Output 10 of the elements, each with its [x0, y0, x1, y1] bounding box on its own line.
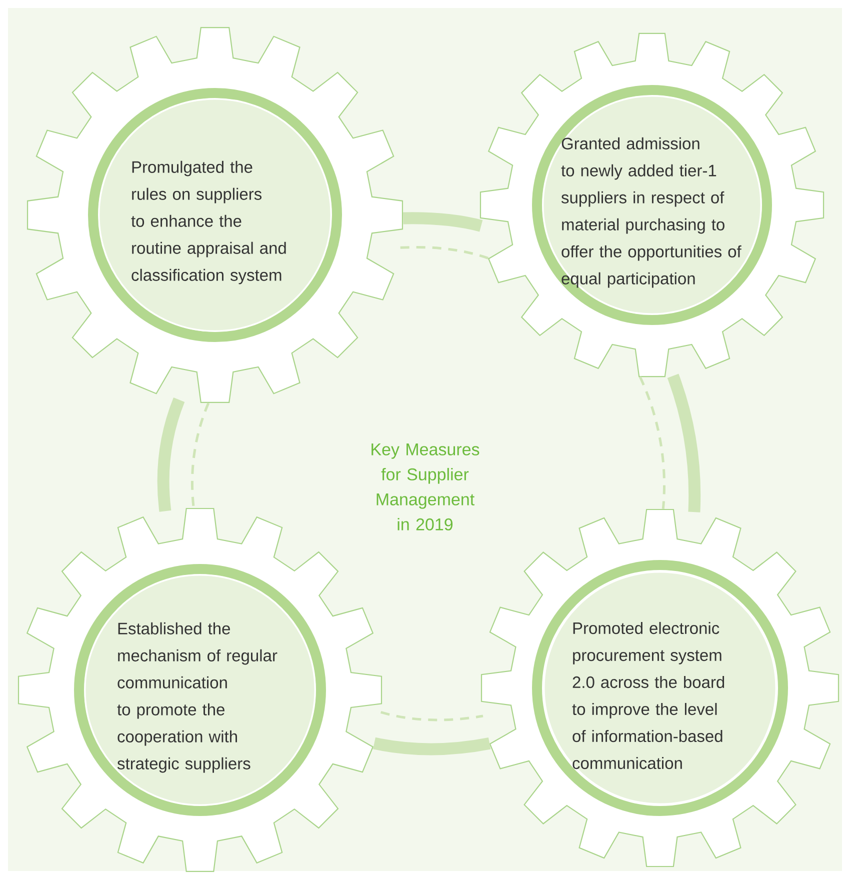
connector-band	[638, 376, 666, 509]
node-label: Established the mechanism of regular communication to promote the cooperation with strategic suppliers	[117, 622, 278, 773]
connector-band	[380, 710, 484, 722]
connector-band	[190, 402, 210, 508]
gear: Promoted electronic procurement system 2.0 across the board to improve the level of information-based communication	[480, 508, 840, 868]
gear: Promulgated the rules on suppliers to enhance the routine appraisal and classification system	[26, 26, 404, 404]
gear: Granted admission to newly added tier-1 suppliers in respect of material purchasing to offer the opportunities of equal participation	[480, 32, 824, 378]
gear: Established the mechanism of regular communication to promote the cooperation with strategic suppliers	[18, 508, 382, 872]
connector-band	[373, 737, 491, 756]
connector-band	[400, 246, 489, 260]
